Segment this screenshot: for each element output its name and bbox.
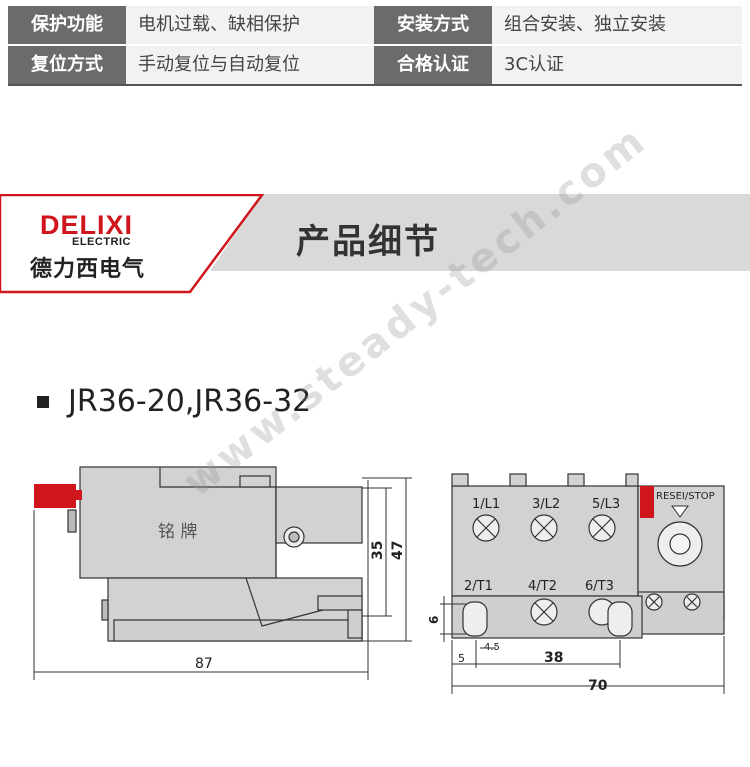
spec-table: 保护功能 电机过载、缺相保护 安装方式 组合安装、独立安装 复位方式 手动复位与… bbox=[8, 0, 742, 84]
reset-arrow-icon bbox=[671, 505, 689, 518]
spec-value: 组合安装、独立安装 bbox=[492, 6, 742, 44]
watermark: www.steady-tech.com bbox=[175, 116, 656, 507]
reset-lever bbox=[34, 484, 76, 508]
dim-5: 5 bbox=[458, 652, 465, 665]
banner-background bbox=[0, 194, 750, 294]
terminal-clamp-left bbox=[462, 601, 488, 637]
spec-row: 复位方式 手动复位与自动复位 合格认证 3C认证 bbox=[8, 46, 742, 84]
brand-subtitle: ELECTRIC bbox=[72, 236, 131, 248]
terminal-label: 2/T1 bbox=[464, 579, 493, 594]
model-heading: JR36-20,JR36-32 bbox=[68, 384, 312, 419]
dim-35: 35 bbox=[370, 541, 386, 560]
bullet-icon bbox=[37, 396, 49, 408]
spec-label: 合格认证 bbox=[374, 46, 492, 84]
terminal-label: 1/L1 bbox=[472, 497, 500, 512]
spec-label: 复位方式 bbox=[8, 46, 126, 84]
terminal-label: 3/L2 bbox=[532, 497, 560, 512]
dim-70: 70 bbox=[588, 678, 608, 694]
side-view bbox=[67, 466, 363, 642]
brand-chinese-name: 德力西电气 bbox=[30, 257, 146, 282]
front-dimensions bbox=[440, 596, 725, 694]
reset-lever-tip bbox=[76, 490, 82, 500]
terminal-label: 6/T3 bbox=[585, 579, 614, 594]
section-banner: DELIXI ELECTRIC 德力西电气 产品细节 bbox=[0, 194, 750, 294]
spec-label: 安装方式 bbox=[374, 6, 492, 44]
spec-value: 电机过载、缺相保护 bbox=[126, 6, 374, 44]
spec-row: 保护功能 电机过载、缺相保护 安装方式 组合安装、独立安装 bbox=[8, 6, 742, 44]
dim-6: 6 bbox=[427, 616, 441, 624]
terminal-label: 4/T2 bbox=[528, 579, 557, 594]
table-divider bbox=[8, 84, 742, 86]
dim-38: 38 bbox=[544, 650, 563, 666]
spec-value: 手动复位与自动复位 bbox=[126, 46, 374, 84]
section-title: 产品细节 bbox=[296, 222, 440, 262]
screw-marks bbox=[476, 518, 698, 622]
dim-47: 47 bbox=[390, 541, 406, 560]
side-dimensions bbox=[33, 477, 412, 680]
nameplate-label: 铭 牌 bbox=[158, 522, 197, 542]
dimension-drawing: 铭 牌 87 35 47 bbox=[33, 466, 725, 694]
dim-4-5: 4.5 bbox=[484, 642, 500, 653]
dim-87: 87 bbox=[195, 656, 213, 672]
terminal-label: 5/L3 bbox=[592, 497, 620, 512]
terminal-clamp-right bbox=[607, 601, 633, 637]
spec-label: 保护功能 bbox=[8, 6, 126, 44]
reset-stop-label: RESEI/STOP bbox=[656, 491, 715, 502]
spec-value: 3C认证 bbox=[492, 46, 742, 84]
brand-logo: DELIXI bbox=[40, 210, 134, 240]
reset-button bbox=[640, 486, 654, 518]
